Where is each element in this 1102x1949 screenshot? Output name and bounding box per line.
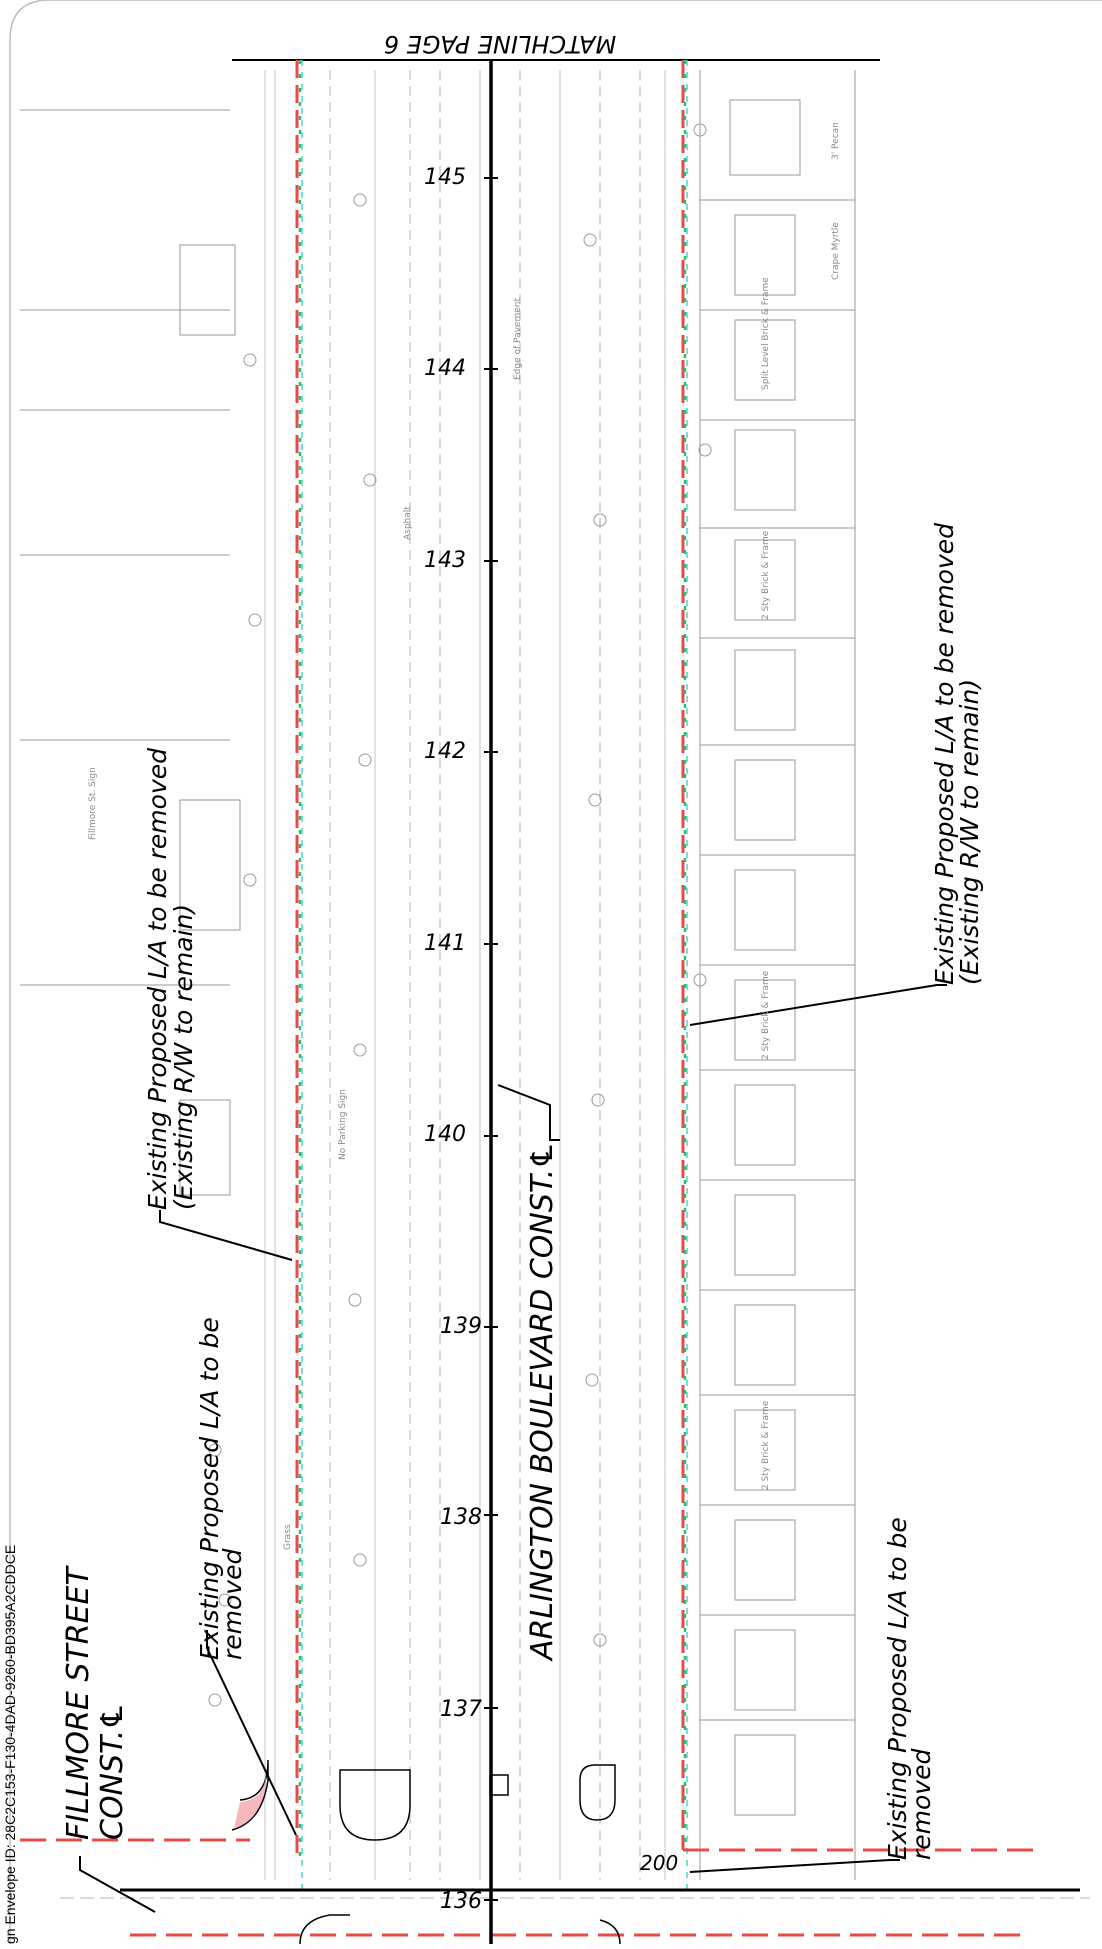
row-lines [20,60,1040,1937]
fillmore-road-label-line1: FILLMORE STREET [61,1565,96,1840]
sidewalk-lines [264,70,666,1880]
station-143: 143 [424,548,466,573]
curb-return-hatch [234,1770,266,1828]
station-138: 138 [440,1505,482,1530]
arlington-road-label: ARLINGTON BOULEVARD CONST.℄ [525,1142,560,1662]
label-crape-myrtle: Crape Myrtle [831,222,841,280]
station-140: 140 [424,1122,466,1147]
docusign-envelope-id: gn Envelope ID: 28C2C153-F130-4DAD-9260-… [2,1544,18,1944]
callout-left-bottom-line1: Existing Proposed L/A to be [195,1317,224,1660]
station-144: 144 [424,356,466,381]
station-141: 141 [424,931,466,956]
callout-left-bottom-line2: removed [218,1549,247,1660]
callout-leaders [79,984,947,1913]
matchline-label: MATCHLINE PAGE 6 [384,30,616,58]
curb-returns [231,1759,621,1945]
parcel-linework [20,70,856,1880]
label-brick-frame-3: 2 Sty Brick & Frame [761,1400,771,1490]
callout-right-bottom-line1: Existing Proposed L/A to be [883,1517,912,1860]
callout-left-top-line1: Existing Proposed L/A to be removed [143,748,172,1210]
station-137: 137 [440,1697,482,1722]
station-ticks [484,177,498,1901]
label-pecan: 3' Pecan [831,122,841,160]
pavement-edges [329,70,641,1880]
label-edge-of-pavement: Edge of Pavement [513,298,523,380]
station-142: 142 [424,739,466,764]
sheet-border [9,0,1102,1944]
tree-symbols [208,123,712,1707]
label-station-200: 200 [640,1851,678,1875]
callout-right-top-line1: Existing Proposed L/A to be removed [930,523,959,985]
station-136: 136 [440,1889,482,1914]
label-asphalt: Asphalt [403,506,413,540]
label-fillmore-sign: Fillmore St. Sign [88,767,98,840]
fillmore-road-label-line2: CONST.℄ [95,1703,130,1840]
station-139: 139 [440,1314,482,1339]
station-145: 145 [424,165,466,190]
label-no-parking: No Parking Sign [338,1089,348,1160]
label-split-level: Split Level Brick & Frame [761,277,771,390]
label-brick-frame-2: 2 Sty Brick & Frame [761,970,771,1060]
label-grass: Grass [283,1524,293,1550]
callout-right-top-line2: (Existing R/W to remain) [955,679,984,985]
callout-right-bottom-line2: removed [907,1749,936,1860]
label-brick-frame-1: 2 Sty Brick & Frame [761,530,771,620]
callout-left-top-line2: (Existing R/W to remain) [169,904,198,1210]
